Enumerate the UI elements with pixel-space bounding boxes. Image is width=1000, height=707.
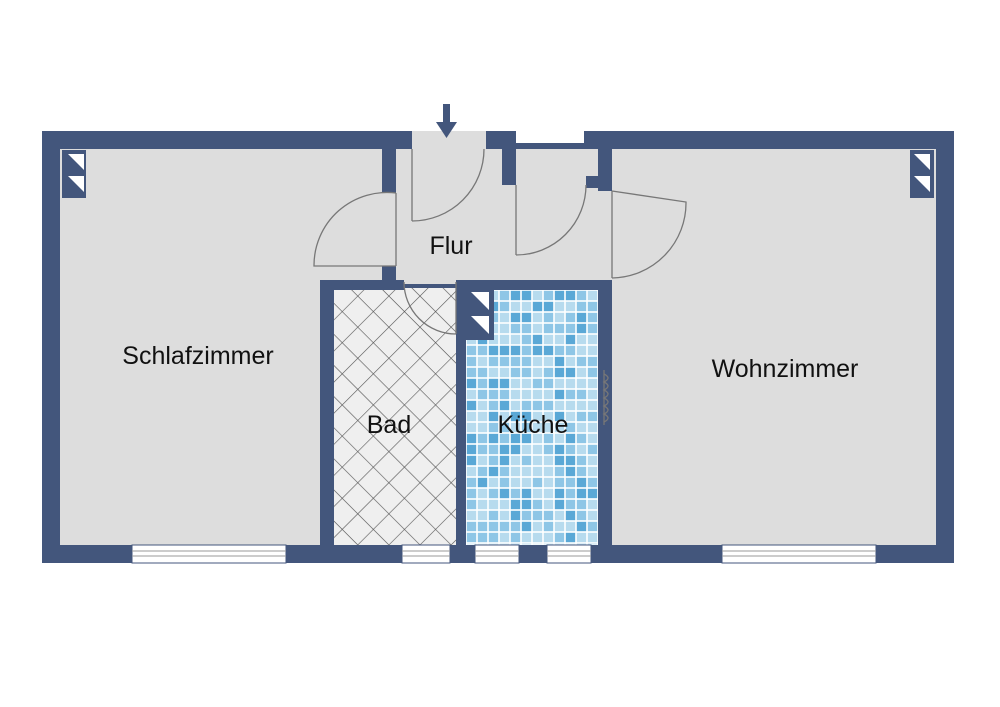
room-label-bad: Bad <box>367 411 411 439</box>
wall-flur-nook-right <box>586 176 600 188</box>
window-kueche-left <box>474 544 520 564</box>
radiator-icon <box>602 370 609 425</box>
wall-kueche-top <box>456 280 612 290</box>
wall-kueche-wohnzimmer-top <box>598 149 612 191</box>
wall-flur-nook-bottom <box>502 173 516 185</box>
ventilation-shaft-icon <box>62 150 86 198</box>
floor-bad <box>332 288 456 545</box>
floor-kueche-tiles <box>466 290 598 545</box>
wall-bad-left <box>320 280 334 548</box>
wall-bad-top-left <box>320 280 404 290</box>
room-label-wohnzimmer: Wohnzimmer <box>712 355 859 383</box>
wall-kueche-wohnzimmer-lower <box>598 280 612 352</box>
wall-schlafzimmer-flur-top <box>382 149 396 193</box>
room-label-kueche: Küche <box>498 411 569 439</box>
door-entrance <box>411 148 485 222</box>
entrance-arrow-icon <box>436 104 457 138</box>
door-kueche-nook <box>515 184 587 256</box>
wall-kueche-wohnzimmer-bottom <box>598 428 612 548</box>
window-kueche-right <box>546 544 592 564</box>
door-bad <box>403 281 457 335</box>
window-wohnzimmer <box>721 544 877 564</box>
ventilation-shaft-icon <box>466 288 494 340</box>
window-flur-top <box>516 131 584 143</box>
wall-bad-kueche <box>456 280 466 548</box>
floor-flur-upper-left <box>412 131 486 151</box>
window-schlafzimmer <box>131 544 287 564</box>
wall-schlafzimmer-flur-bottom <box>382 266 396 280</box>
room-label-schlafzimmer: Schlafzimmer <box>122 342 273 370</box>
ventilation-shaft-icon <box>910 150 934 198</box>
door-schlafzimmer <box>313 191 397 267</box>
floor-flur <box>382 149 612 284</box>
window-bad <box>401 544 451 564</box>
door-wohnzimmer <box>611 190 687 279</box>
room-label-flur: Flur <box>429 232 472 260</box>
floor-wohnzimmer <box>612 149 936 545</box>
